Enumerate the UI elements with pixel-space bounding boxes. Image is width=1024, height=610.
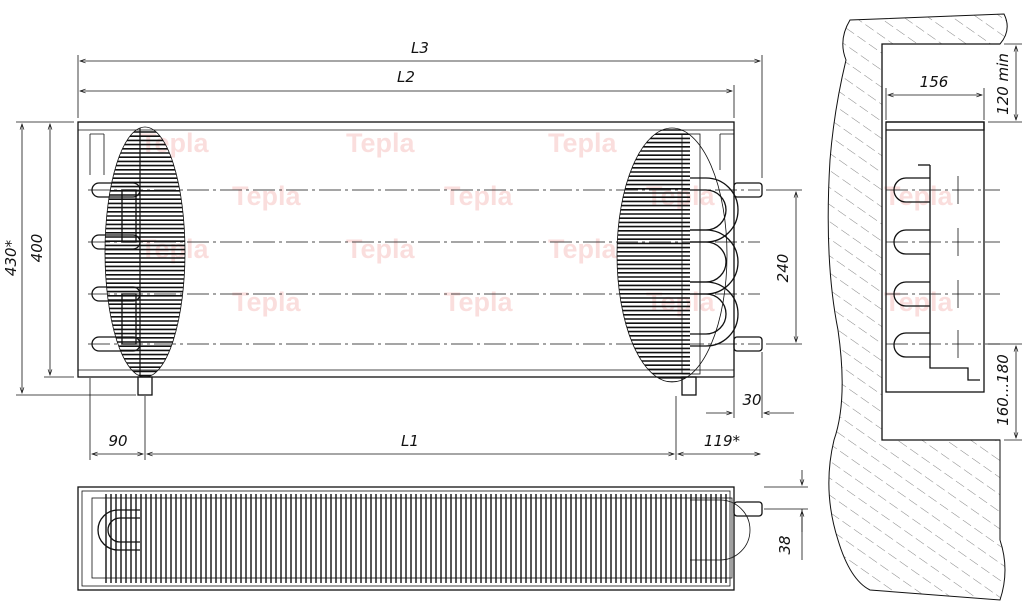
dim-119: 119*	[704, 432, 741, 450]
dim-400: 400	[28, 234, 46, 263]
dim-430: 430*	[2, 239, 20, 276]
foot-left	[137, 376, 153, 396]
watermark-text: Tepla	[548, 234, 617, 264]
watermark-text: Tepla	[646, 181, 715, 211]
dim-156: 156	[920, 73, 949, 91]
dim-90: 90	[108, 432, 127, 450]
dim-L1: L1	[401, 432, 419, 450]
watermark-text: Tepla	[884, 287, 953, 317]
dim-L2: L2	[397, 68, 415, 86]
fins-left	[105, 128, 185, 377]
dimensions: L3 L2 430* 400 90 L1 119* 30 240	[2, 39, 802, 460]
dim-120min: 120 min	[994, 53, 1012, 115]
connection-top	[733, 182, 763, 198]
foot-right	[681, 376, 697, 396]
side-pipes	[886, 176, 1000, 358]
side-section: 156 120 min 160...180	[827, 13, 1022, 601]
watermark-text: Tepla	[346, 128, 415, 158]
watermark-text: Tepla	[444, 287, 513, 317]
cutaway-left	[104, 126, 186, 378]
u-bends	[681, 133, 739, 375]
watermark-text: Tepla	[346, 234, 415, 264]
watermark-text: Tepla	[232, 287, 301, 317]
front-view	[77, 121, 763, 396]
dim-240: 240	[774, 254, 792, 283]
watermark-text: Tepla	[444, 181, 513, 211]
housing-side	[885, 121, 985, 393]
fins-top	[91, 494, 733, 583]
dim-38: 38	[776, 535, 794, 554]
top-connection	[733, 501, 763, 517]
top-view: 38	[77, 470, 808, 591]
dim-30: 30	[742, 391, 761, 409]
housing-outline	[77, 121, 735, 378]
watermark-text: Tepla	[548, 128, 617, 158]
wall-section	[827, 13, 1008, 601]
dim-L3: L3	[411, 39, 429, 57]
connection-bottom	[733, 336, 763, 352]
dim-160-180: 160...180	[994, 354, 1012, 426]
watermark-text: Tepla	[232, 181, 301, 211]
top-housing	[77, 486, 735, 591]
